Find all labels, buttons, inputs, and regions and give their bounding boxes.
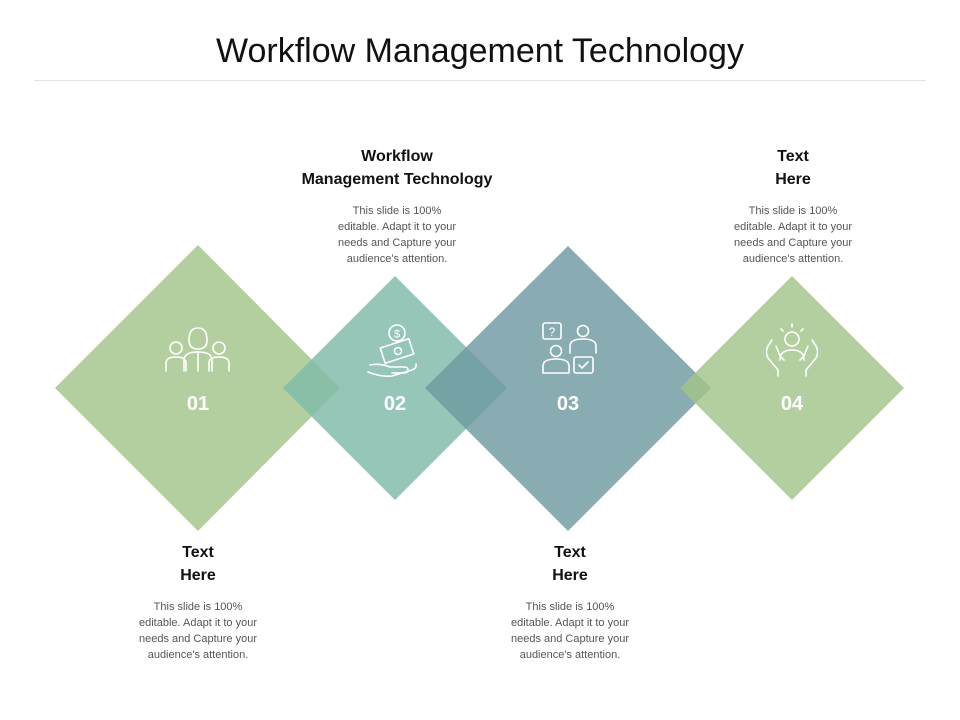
people-question-check-icon: ?: [542, 322, 597, 374]
body-line: needs and Capture your: [510, 633, 630, 645]
body-line: audience's attention.: [346, 253, 448, 265]
text-block-03-body: This slide is 100% editable. Adapt it to…: [470, 599, 670, 663]
text-block-04-body: This slide is 100% editable. Adapt it to…: [693, 203, 893, 267]
text-block-01-title: Text Here: [98, 541, 298, 587]
svg-text:?: ?: [549, 325, 556, 339]
text-block-01-body: This slide is 100% editable. Adapt it to…: [98, 599, 298, 663]
title-divider: [34, 80, 926, 81]
body-line: audience's attention.: [519, 649, 621, 661]
body-line: editable. Adapt it to your: [138, 617, 258, 629]
step-number-04: 04: [780, 393, 804, 415]
step-number-02: 02: [383, 393, 407, 415]
diamond-02: [283, 276, 507, 500]
body-line: needs and Capture your: [733, 237, 853, 249]
body-line: This slide is 100%: [153, 601, 243, 613]
page-title: Workflow Management Technology: [216, 32, 744, 70]
text-block-01: Text Here This slide is 100% editable. A…: [98, 541, 298, 663]
text-block-02-title: Workflow Management Technology: [267, 145, 527, 191]
step-number-03: 03: [556, 393, 580, 415]
title-line: Here: [552, 567, 588, 584]
diamond-04: [680, 276, 904, 500]
text-block-04: Text Here This slide is 100% editable. A…: [693, 145, 893, 267]
body-line: audience's attention.: [742, 253, 844, 265]
body-line: needs and Capture your: [337, 237, 457, 249]
text-block-03-title: Text Here: [470, 541, 670, 587]
title-line: Here: [775, 171, 811, 188]
diamond-03: [425, 246, 711, 531]
diamond-01: [55, 245, 340, 531]
body-line: This slide is 100%: [352, 205, 442, 217]
text-block-04-title: Text Here: [693, 145, 893, 191]
svg-text:$: $: [394, 329, 400, 341]
body-line: editable. Adapt it to your: [733, 221, 853, 233]
text-block-02: Workflow Management Technology This slid…: [267, 145, 527, 267]
body-line: audience's attention.: [147, 649, 249, 661]
body-line: This slide is 100%: [525, 601, 615, 613]
title-line: Text: [777, 148, 809, 165]
title-line: Management Technology: [301, 171, 493, 188]
body-line: This slide is 100%: [748, 205, 838, 217]
hands-leader-icon: [765, 323, 819, 377]
title-line: Text: [554, 544, 586, 561]
step-number-01: 01: [186, 393, 210, 415]
body-line: needs and Capture your: [138, 633, 258, 645]
body-line: editable. Adapt it to your: [337, 221, 457, 233]
title-line: Workflow: [361, 148, 433, 165]
title-line: Here: [180, 567, 216, 584]
body-line: editable. Adapt it to your: [510, 617, 630, 629]
text-block-03: Text Here This slide is 100% editable. A…: [470, 541, 670, 663]
title-line: Text: [182, 544, 214, 561]
text-block-02-body: This slide is 100% editable. Adapt it to…: [267, 203, 527, 267]
team-people-icon: [165, 327, 230, 372]
hand-money-icon: $: [367, 324, 417, 377]
